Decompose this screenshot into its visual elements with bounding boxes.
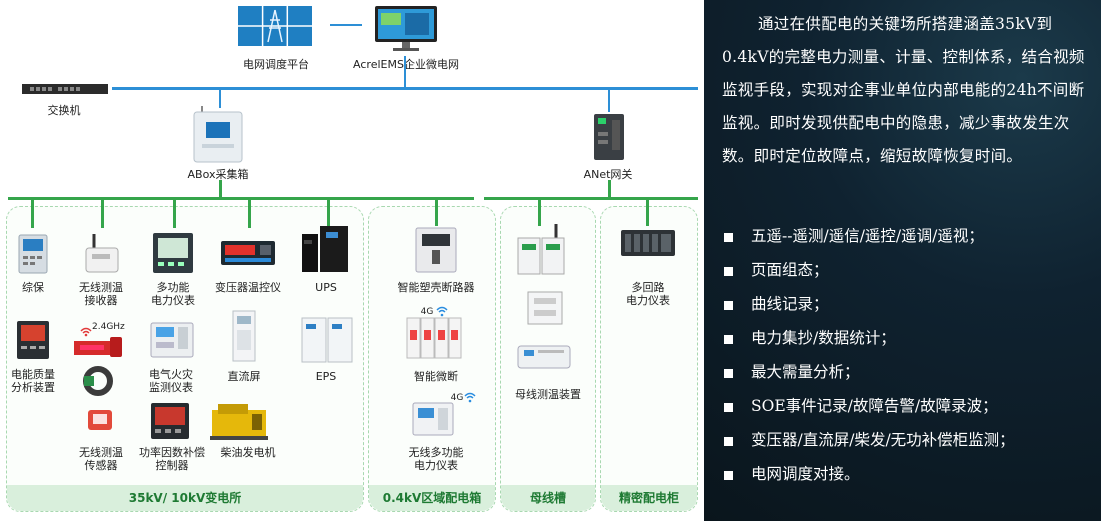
pf-controller-icon <box>150 402 190 440</box>
wifi-icon <box>464 388 476 403</box>
generator-icon <box>208 400 270 442</box>
dispatch-label: 电网调度平台 <box>243 58 309 71</box>
label-eps: EPS <box>315 370 337 383</box>
feature-list: 五遥--遥测/遥信/遥控/遥调/遥视； 页面组态； 曲线记录； 电力集抄/数据统… <box>724 219 1015 491</box>
relay-icon <box>18 234 48 274</box>
feature-item: 变压器/直流屏/柴发/无功补偿柜监测； <box>724 423 1015 457</box>
analyzer-icon <box>16 320 50 360</box>
collector-bus-left <box>8 197 474 200</box>
monitor-icon <box>375 6 437 52</box>
label-fire-monitor-1: 电气火灾 <box>149 368 193 381</box>
switch-icon <box>22 80 108 94</box>
bullet-square-icon <box>724 334 733 344</box>
label-power-quality-1: 电能质量 <box>11 368 55 381</box>
label-micro-breaker: 智能微断 <box>414 370 458 383</box>
collector-bus-right <box>484 197 698 200</box>
label-transformer-temp: 变压器温控仪 <box>215 281 281 294</box>
label-zonghe: 综保 <box>22 281 44 294</box>
micro-breaker-icon <box>406 316 462 360</box>
label-wireless-sensor-1: 无线测温 <box>79 446 123 459</box>
label-multi-meter-2: 电力仪表 <box>151 294 195 307</box>
label-mccb: 智能塑壳断路器 <box>397 281 475 294</box>
feature-item: 页面组态； <box>724 253 1015 287</box>
description-panel: 通过在供配电的关键场所搭建涵盖35kV到0.4kV的完整电力测量、计量、控制体系… <box>704 0 1101 521</box>
dc-cabinet-icon <box>232 310 256 362</box>
eps-cabinet-icon <box>300 316 354 364</box>
bullet-square-icon <box>724 402 733 412</box>
zone-distribution-title: 0.4kV区域配电箱 <box>369 485 495 511</box>
busbar-module-icon <box>516 222 568 276</box>
label-multi-circuit-1: 多回路 <box>631 281 665 294</box>
zone-busway-title: 母线槽 <box>501 485 595 511</box>
tag-4g-1: 4G <box>420 307 434 317</box>
feature-item: SOE事件记录/故障告警/故障录波； <box>724 389 1015 423</box>
label-wireless-sensor-2: 传感器 <box>84 459 118 472</box>
ems-label: AcrelEMS企业微电网 <box>348 58 464 71</box>
anet-label: ANet网关 <box>583 168 633 181</box>
label-multi-meter-1: 多功能 <box>156 281 190 294</box>
zone-precision-cabinet: 精密配电柜 <box>600 206 698 512</box>
label-wireless-meter-2: 电力仪表 <box>414 459 458 472</box>
label-wireless-meter-1: 无线多功能 <box>408 446 464 459</box>
switch-label: 交换机 <box>47 104 81 117</box>
sensor-clamp-icon <box>80 366 116 396</box>
ups-cabinet-icon <box>300 224 352 274</box>
anet-gateway-icon <box>592 112 628 162</box>
label-wireless-rx-2: 接收器 <box>84 294 118 307</box>
feature-item: 电网调度对接。 <box>724 457 1015 491</box>
feature-item: 曲线记录； <box>724 287 1015 321</box>
meter-icon <box>152 232 194 274</box>
abox-icon <box>192 106 244 164</box>
antenna-receiver-icon <box>84 232 120 274</box>
wifi-icon <box>80 322 92 337</box>
label-freq-24: 2.4GHz <box>92 322 125 332</box>
bullet-square-icon <box>724 436 733 446</box>
bullet-square-icon <box>724 232 733 242</box>
label-fire-monitor-2: 监测仪表 <box>149 381 193 394</box>
zone-substation-title: 35kV/ 10kV变电所 <box>7 485 363 511</box>
bullet-square-icon <box>724 300 733 310</box>
abox-label: ABox采集箱 <box>187 168 249 181</box>
label-busbar-temp: 母线测温装置 <box>515 388 581 401</box>
system-diagram: 电网调度平台 AcrelEMS企业微电网 交换机 <box>0 0 704 521</box>
multi-circuit-meter-icon <box>620 228 676 258</box>
label-diesel-gen: 柴油发电机 <box>220 446 276 459</box>
busbar-icon <box>526 288 564 328</box>
label-pf-controller-2: 控制器 <box>155 459 189 472</box>
feature-item: 电力集抄/数据统计； <box>724 321 1015 355</box>
wireless-meter-icon <box>412 402 454 436</box>
sensor-module-icon <box>86 408 114 432</box>
temp-controller-icon <box>220 240 276 266</box>
zone-precision-title: 精密配电柜 <box>601 485 697 511</box>
label-multi-circuit-2: 电力仪表 <box>626 294 670 307</box>
fire-monitor-icon <box>150 322 194 358</box>
description-paragraph: 通过在供配电的关键场所搭建涵盖35kV到0.4kV的完整电力测量、计量、控制体系… <box>722 15 1085 165</box>
bullet-square-icon <box>724 368 733 378</box>
network-bus <box>112 87 698 90</box>
busbar-temp-icon <box>516 340 572 370</box>
label-dc-screen: 直流屏 <box>227 370 261 383</box>
breaker-icon <box>414 226 458 274</box>
feature-item: 五遥--遥测/遥信/遥控/遥调/遥视； <box>724 219 1015 253</box>
wifi-icon <box>436 302 448 317</box>
bullet-square-icon <box>724 470 733 480</box>
label-pf-controller-1: 功率因数补偿 <box>139 446 205 459</box>
video-wall-icon <box>238 6 312 46</box>
label-wireless-rx-1: 无线测温 <box>79 281 123 294</box>
feature-item: 最大需量分析； <box>724 355 1015 389</box>
label-ups: UPS <box>315 281 337 294</box>
label-power-quality-2: 分析装置 <box>11 381 55 394</box>
sensor-ring-icon <box>72 335 124 359</box>
tag-4g-2: 4G <box>450 393 464 403</box>
bullet-square-icon <box>724 266 733 276</box>
